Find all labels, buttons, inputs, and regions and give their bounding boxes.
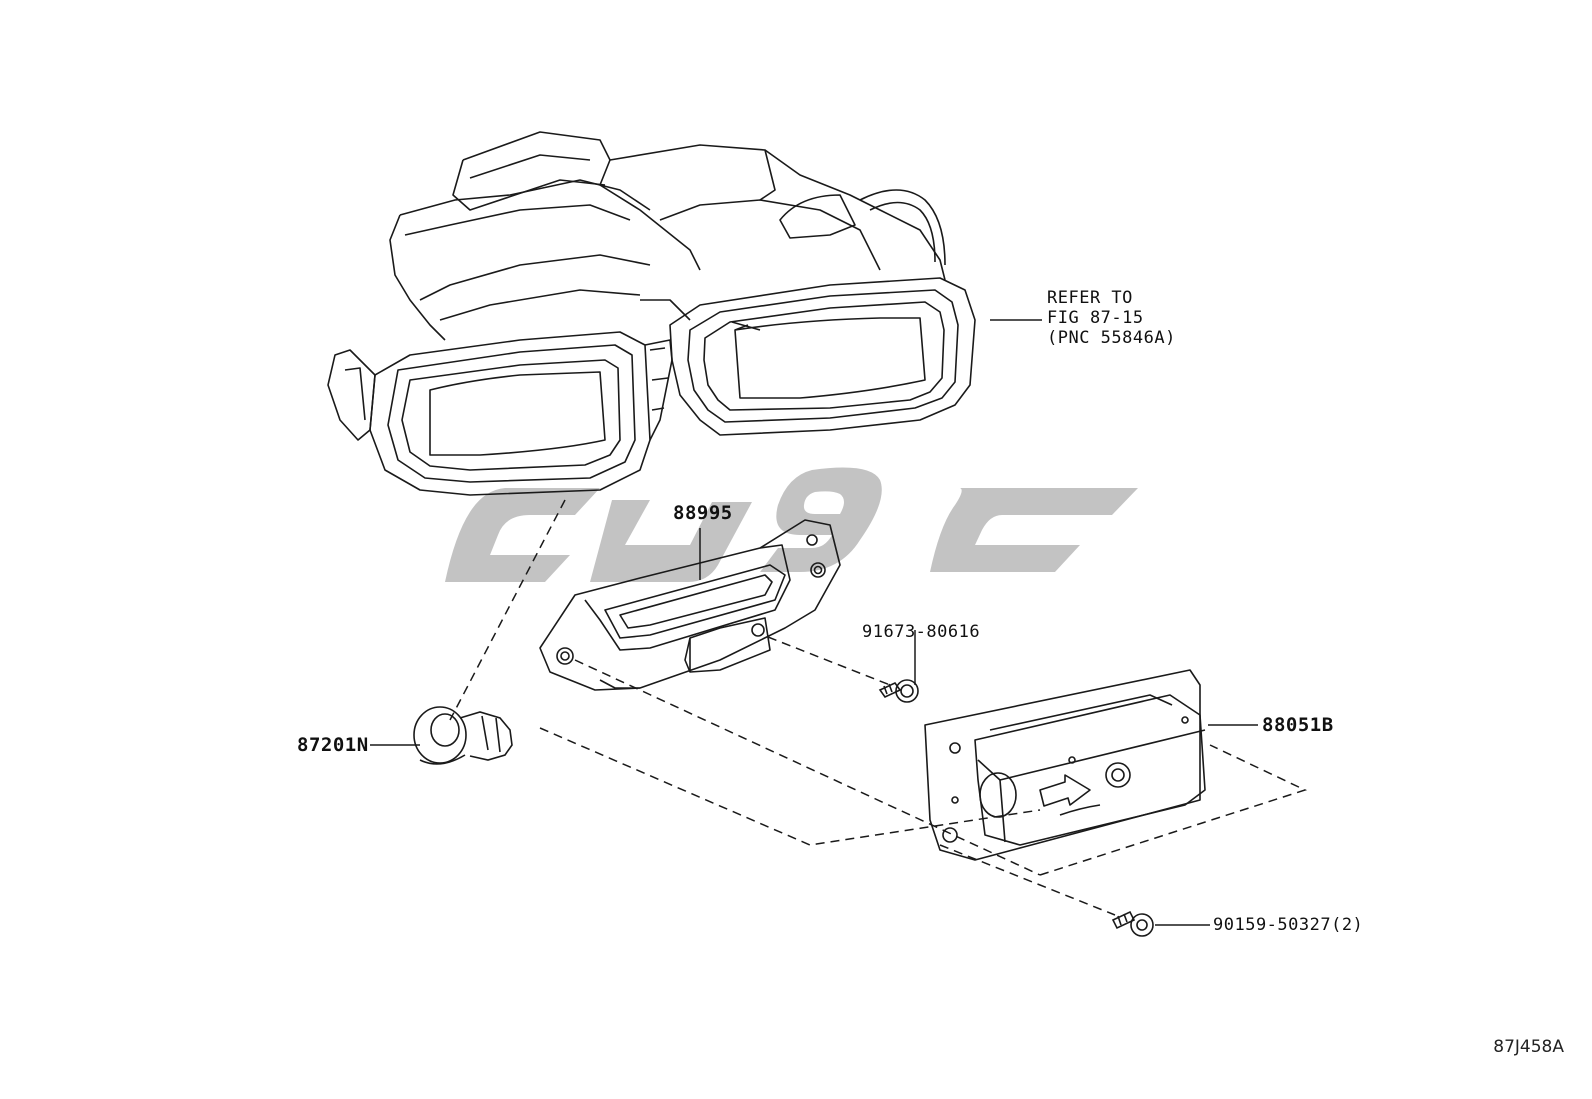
part-label-88051b[interactable]: 88051B: [1262, 714, 1334, 736]
socket-87201n: [413, 706, 513, 765]
screw-91673-80616: [878, 679, 919, 703]
reference-note: REFER TO FIG 87-15 (PNC 55846A): [1047, 288, 1176, 348]
reference-note-line3: (PNC 55846A): [1047, 328, 1176, 348]
part-label-91673-80616[interactable]: 91673-80616: [862, 622, 981, 642]
assembly-dashed-lines: [449, 499, 1308, 916]
part-label-87201n[interactable]: 87201N: [297, 734, 369, 756]
figure-id: 87J458A: [1493, 1037, 1564, 1057]
bracket-88995: [539, 519, 841, 691]
reference-note-line1: REFER TO: [1047, 288, 1133, 308]
bolt-90159-50327: [1111, 910, 1154, 937]
module-88051b: [924, 669, 1206, 861]
part-label-88995[interactable]: 88995: [673, 502, 733, 524]
part-label-90159-50327[interactable]: 90159-50327(2): [1213, 915, 1364, 935]
reference-note-line2: FIG 87-15: [1047, 308, 1144, 328]
air-duct-assembly: [327, 131, 976, 496]
leader-lines: [370, 319, 1258, 926]
watermark-logo: [445, 467, 1138, 582]
